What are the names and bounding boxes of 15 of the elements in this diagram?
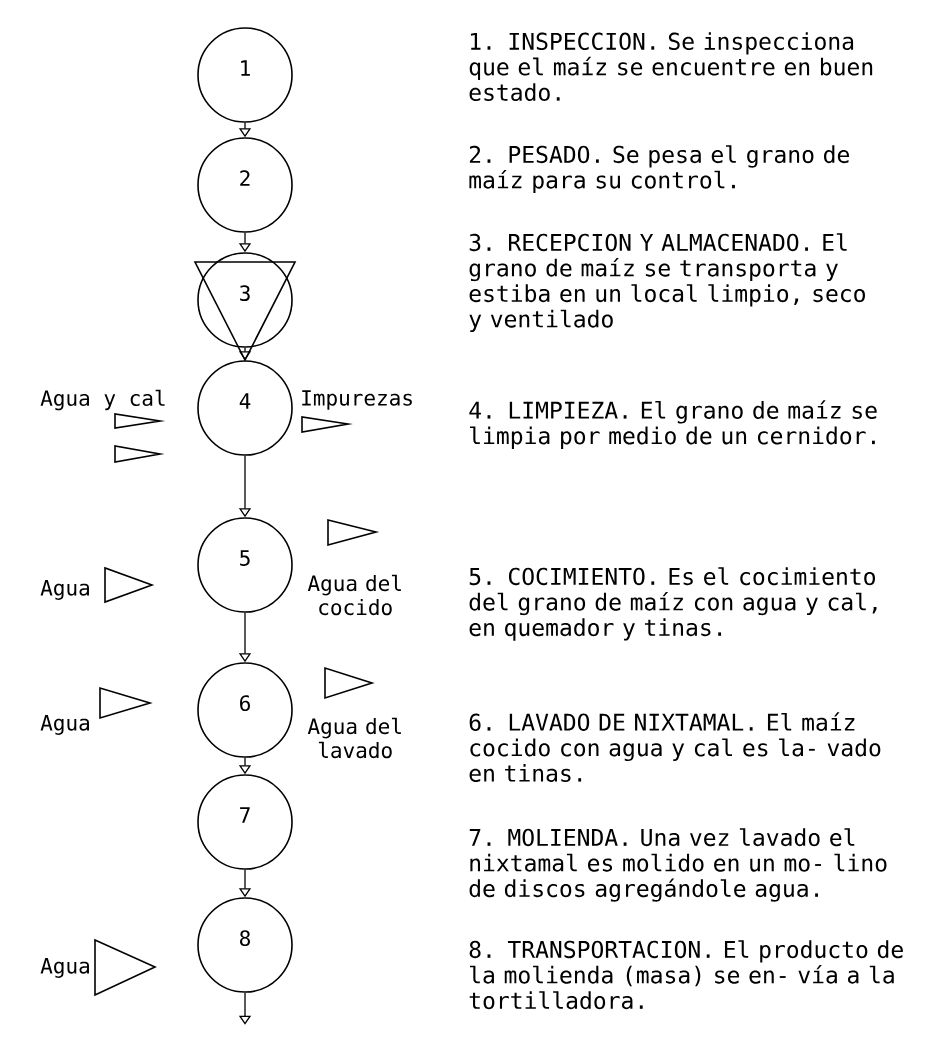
step-description: 2. PESADO. Se pesa el grano de maíz para su control.	[469, 145, 849, 194]
flow-label: Agua	[40, 715, 89, 735]
step-description: 7. MOLIENDA. Una vez lavado el nixtamal es molido en un mo- lino de discos agregándole agua.	[469, 828, 887, 902]
flow-label: Agua del lavado	[307, 717, 401, 759]
step-description: 1. INSPECCION. Se inspecciona que el maíz se encuentre en buen estado.	[469, 32, 873, 101]
step-description: 3. RECEPCION Y ALMACENADO. El grano de maíz se transporta y estiba en un local limpio, seco y ventilado	[469, 233, 865, 333]
step-description: 6. LAVADO DE NIXTAMAL. El maíz cocido con agua y cal es la- vado en tinas.	[469, 712, 881, 782]
flow-label: Agua y cal	[40, 389, 165, 411]
flow-label: Impurezas	[302, 390, 412, 410]
step-description: 5. COCIMIENTO. Es el cocimiento del grano de maíz con agua y cal, en quemador y tinas.	[469, 567, 877, 641]
flow-label: Agua	[40, 958, 89, 978]
step-description: 8. TRANSPORTACION. El producto de la molienda (masa) se en- vía a la tortilladora.	[469, 940, 903, 1010]
flow-label: Agua del cocido	[307, 574, 401, 616]
flow-label: Agua	[40, 580, 89, 600]
step-description: 4. LIMPIEZA. El grano de maíz se limpia por medio de un cernidor.	[469, 400, 877, 449]
